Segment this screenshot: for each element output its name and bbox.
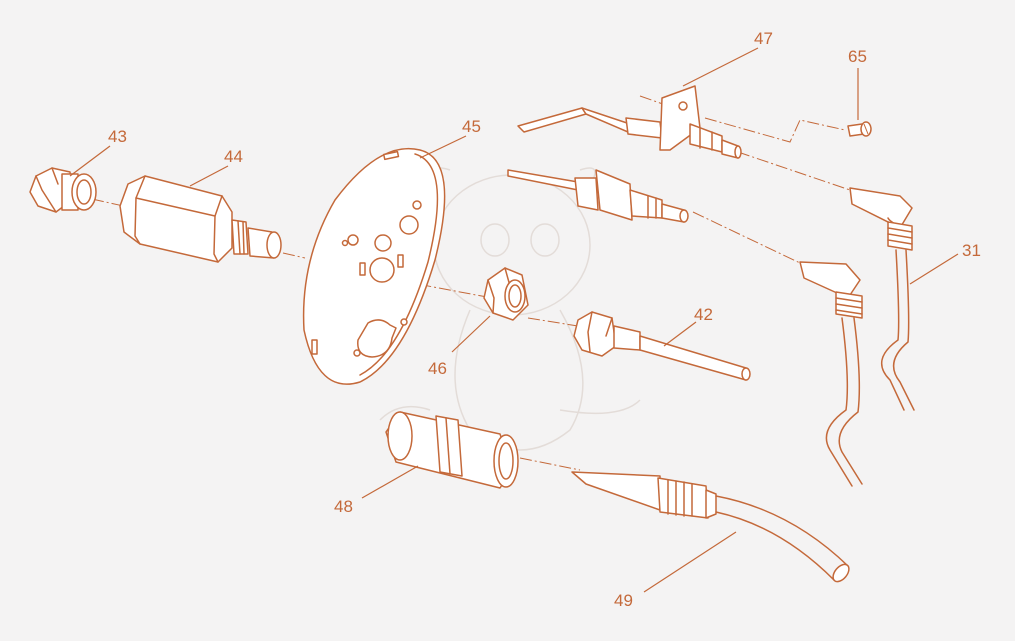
- part-65-screw: [847, 121, 872, 137]
- callout-31: 31: [962, 241, 981, 260]
- callout-44: 44: [224, 147, 243, 166]
- callout-65: 65: [848, 47, 867, 66]
- part-42-sensor-rod: [573, 311, 751, 381]
- callout-46: 46: [428, 359, 447, 378]
- part-31-lead-wires: [799, 187, 915, 487]
- callout-48: 48: [334, 497, 353, 516]
- part-48-sleeve: [385, 411, 519, 489]
- callout-45: 45: [462, 117, 481, 136]
- callout-49: 49: [614, 591, 633, 610]
- part-45-mounting-plate: [302, 147, 446, 385]
- part-47-pilot-assembly: [517, 85, 742, 159]
- part-46-hex-nut: [483, 267, 529, 321]
- callout-47: 47: [754, 29, 773, 48]
- callout-42: 42: [694, 305, 713, 324]
- callout-labels: 43 44 45 46 47 65 42 31 48 49: [108, 29, 981, 610]
- part-44-adapter: [119, 175, 282, 263]
- callout-43: 43: [108, 127, 127, 146]
- part-43-nut: [29, 167, 97, 213]
- thermocouple-tip: [507, 169, 689, 223]
- part-49-cable: [571, 471, 850, 583]
- leader-lines: [69, 47, 959, 593]
